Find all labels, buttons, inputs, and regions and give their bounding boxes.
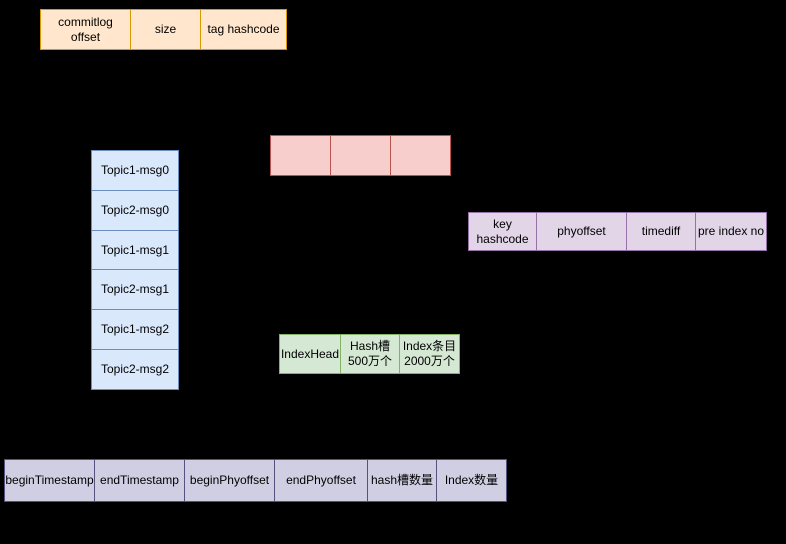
table-row: Topic2-msg2 bbox=[92, 350, 178, 389]
table-cell: endPhyoffset bbox=[275, 460, 368, 501]
table-cell: pre index no bbox=[696, 213, 766, 250]
table-cell bbox=[271, 136, 331, 175]
table-row: Topic1-msg1 bbox=[92, 230, 178, 271]
table-cell: tag hashcode bbox=[201, 10, 286, 49]
commitlog-entry-table: commitlog offset size tag hashcode bbox=[40, 9, 287, 50]
table-row: Topic1-msg0 bbox=[92, 151, 178, 191]
table-cell: IndexHead bbox=[280, 335, 341, 373]
hash-slot-table bbox=[270, 135, 451, 176]
table-cell: timediff bbox=[627, 213, 696, 250]
table-cell: size bbox=[131, 10, 201, 49]
table-cell: hash槽数量 bbox=[368, 460, 437, 501]
table-cell: beginPhyoffset bbox=[185, 460, 275, 501]
table-cell: beginTimestamp bbox=[5, 460, 95, 501]
index-file-table: IndexHead Hash槽 500万个 Index条目 2000万个 bbox=[279, 334, 460, 374]
table-cell: phyoffset bbox=[537, 213, 627, 250]
table-cell: Index条目 2000万个 bbox=[400, 335, 459, 373]
table-row: Topic2-msg1 bbox=[92, 270, 178, 311]
table-cell: key hashcode bbox=[469, 213, 537, 250]
table-cell: endTimestamp bbox=[95, 460, 185, 501]
table-row: Topic1-msg2 bbox=[92, 310, 178, 351]
table-cell bbox=[331, 136, 391, 175]
table-row: Topic2-msg0 bbox=[92, 190, 178, 231]
table-cell: Hash槽 500万个 bbox=[341, 335, 400, 373]
index-entry-table: key hashcode phyoffset timediff pre inde… bbox=[468, 212, 767, 251]
table-cell: Index数量 bbox=[437, 460, 506, 501]
index-header-table: beginTimestamp endTimestamp beginPhyoffs… bbox=[4, 459, 507, 502]
consume-queue-table: Topic1-msg0 Topic2-msg0 Topic1-msg1 Topi… bbox=[91, 150, 179, 390]
table-cell: commitlog offset bbox=[41, 10, 131, 49]
table-cell bbox=[391, 136, 450, 175]
